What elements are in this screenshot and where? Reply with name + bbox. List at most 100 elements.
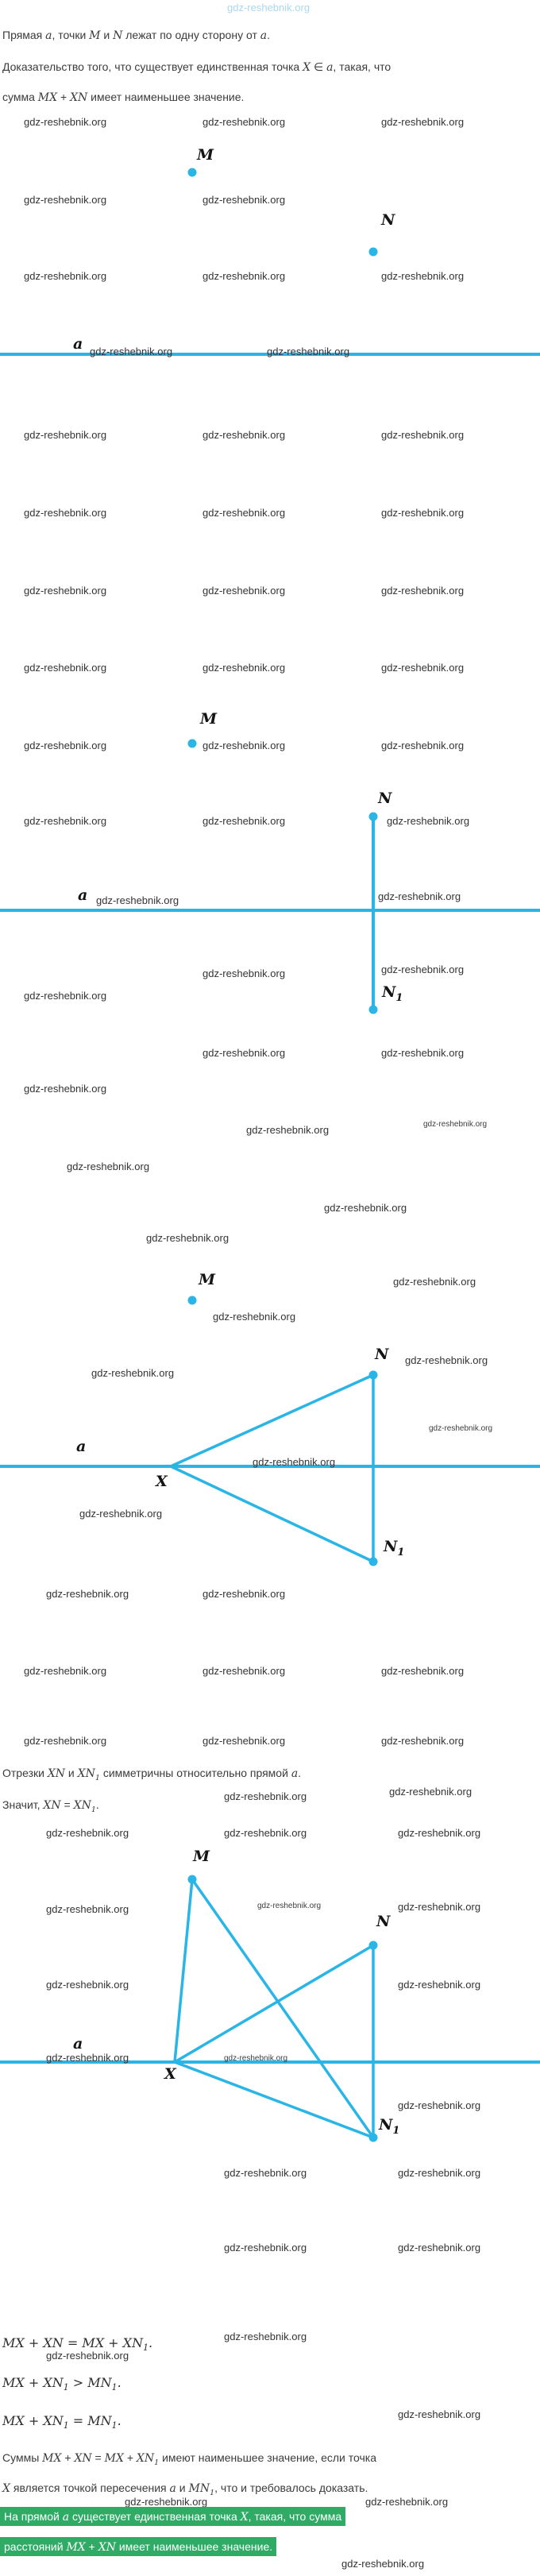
segment-x-n-fig4	[174, 1944, 374, 2064]
watermark: gdz-reshebnik.org	[365, 2496, 449, 2508]
watermark: gdz-reshebnik.org	[227, 2, 310, 14]
watermark: gdz-reshebnik.org	[202, 1588, 286, 1600]
line-label-a: a	[73, 2035, 83, 2053]
segment-m-x-fig4	[173, 1879, 194, 2063]
point-n1-fig2	[368, 1005, 378, 1014]
watermark: gdz-reshebnik.org	[224, 2242, 307, 2254]
watermark: gdz-reshebnik.org	[202, 429, 286, 441]
watermark: gdz-reshebnik.org	[398, 2167, 481, 2179]
watermark: gdz-reshebnik.org	[46, 1979, 129, 1991]
formula-1: MX + XN = MX + XN1.	[2, 2335, 153, 2354]
watermark: gdz-reshebnik.org	[24, 429, 107, 441]
highlighted-result-line-1: На прямой a существует единственная точк…	[0, 2507, 346, 2526]
watermark: gdz-reshebnik.org	[67, 1161, 150, 1172]
watermark: gdz-reshebnik.org	[24, 585, 107, 597]
watermark: gdz-reshebnik.org	[24, 815, 107, 827]
intro-line-3: сумма MX + XN имеет наименьшее значение.	[2, 91, 245, 104]
watermark: gdz-reshebnik.org	[381, 116, 465, 128]
watermark: gdz-reshebnik.org	[224, 1790, 307, 1802]
point-label-n: N	[381, 211, 395, 229]
watermark: gdz-reshebnik.org	[389, 1786, 472, 1798]
watermark: gdz-reshebnik.org	[405, 1354, 488, 1366]
watermark: gdz-reshebnik.org	[423, 1120, 488, 1129]
watermark: gdz-reshebnik.org	[125, 2496, 208, 2508]
segment-x-n1-fig4	[174, 2060, 374, 2139]
point-label-x: X	[164, 2065, 176, 2083]
watermark: gdz-reshebnik.org	[224, 2054, 288, 2063]
watermark: gdz-reshebnik.org	[96, 894, 179, 906]
watermark: gdz-reshebnik.org	[91, 1367, 175, 1379]
watermark: gdz-reshebnik.org	[202, 585, 286, 597]
highlight-text: расстояний MX + XN имеет наименьшее знач…	[0, 2537, 277, 2556]
point-n-fig2	[368, 812, 378, 821]
watermark: gdz-reshebnik.org	[24, 1735, 107, 1747]
watermark: gdz-reshebnik.org	[398, 1901, 481, 1913]
watermark: gdz-reshebnik.org	[202, 194, 286, 206]
watermark: gdz-reshebnik.org	[253, 1456, 336, 1468]
point-m-fig1	[187, 168, 197, 177]
watermark: gdz-reshebnik.org	[202, 662, 286, 674]
point-n-fig4	[368, 1941, 378, 1950]
watermark: gdz-reshebnik.org	[202, 967, 286, 979]
formula-2: MX + XN1 > MN1.	[2, 2375, 122, 2393]
point-label-m: M	[197, 146, 214, 164]
point-label-n1: N1	[384, 1538, 405, 1558]
point-label-m: M	[193, 1848, 210, 1865]
point-label-n: N	[376, 1913, 391, 1930]
watermark: gdz-reshebnik.org	[90, 346, 173, 357]
watermark: gdz-reshebnik.org	[224, 2331, 307, 2342]
watermark: gdz-reshebnik.org	[202, 1735, 286, 1747]
watermark: gdz-reshebnik.org	[24, 662, 107, 674]
watermark: gdz-reshebnik.org	[224, 1827, 307, 1839]
watermark: gdz-reshebnik.org	[257, 1902, 322, 1910]
watermark: gdz-reshebnik.org	[46, 1903, 129, 1915]
point-label-n: N	[375, 1346, 389, 1363]
watermark: gdz-reshebnik.org	[24, 116, 107, 128]
line-label-a: a	[78, 886, 88, 904]
watermark: gdz-reshebnik.org	[24, 270, 107, 282]
watermark: gdz-reshebnik.org	[267, 346, 350, 357]
point-m-fig2	[187, 739, 197, 748]
point-label-n1: N1	[379, 2116, 400, 2137]
segment-x-n1-fig3	[170, 1465, 374, 1563]
intro-line-1: Прямая a, точки M и N лежат по одну стор…	[2, 29, 270, 42]
watermark: gdz-reshebnik.org	[46, 1588, 129, 1600]
watermark: gdz-reshebnik.org	[202, 815, 286, 827]
watermark: gdz-reshebnik.org	[24, 507, 107, 519]
intro-line-2: Доказательство того, что существует един…	[2, 60, 392, 74]
watermark: gdz-reshebnik.org	[398, 1979, 481, 1991]
watermark: gdz-reshebnik.org	[381, 429, 465, 441]
line-label-a: a	[76, 1438, 87, 1455]
watermark: gdz-reshebnik.org	[24, 740, 107, 751]
watermark: gdz-reshebnik.org	[381, 585, 465, 597]
point-m-fig4	[187, 1875, 197, 1884]
point-n-fig3	[368, 1370, 378, 1380]
segment-x-n-fig3	[170, 1373, 374, 1468]
point-n1-fig3	[368, 1557, 378, 1566]
watermark: gdz-reshebnik.org	[24, 1083, 107, 1095]
watermark: gdz-reshebnik.org	[393, 1276, 476, 1288]
watermark: gdz-reshebnik.org	[46, 2052, 129, 2064]
watermark: gdz-reshebnik.org	[24, 990, 107, 1002]
watermark: gdz-reshebnik.org	[202, 740, 286, 751]
watermark: gdz-reshebnik.org	[381, 662, 465, 674]
conclusion-line-2: X является точкой пересечения a и MN1, ч…	[2, 2481, 368, 2497]
watermark: gdz-reshebnik.org	[387, 815, 470, 827]
point-n1-fig4	[368, 2133, 378, 2142]
point-m-fig3	[187, 1296, 197, 1305]
watermark: gdz-reshebnik.org	[46, 2350, 129, 2362]
watermark: gdz-reshebnik.org	[24, 194, 107, 206]
watermark: gdz-reshebnik.org	[24, 1665, 107, 1677]
highlighted-result-line-2: расстояний MX + XN имеет наименьшее знач…	[0, 2537, 277, 2556]
line-label-a: a	[73, 335, 83, 353]
watermark: gdz-reshebnik.org	[79, 1508, 163, 1520]
watermark: gdz-reshebnik.org	[378, 890, 461, 902]
watermark: gdz-reshebnik.org	[381, 270, 465, 282]
watermark: gdz-reshebnik.org	[381, 1665, 465, 1677]
point-label-m: M	[200, 710, 218, 728]
watermark: gdz-reshebnik.org	[146, 1232, 230, 1244]
watermark: gdz-reshebnik.org	[202, 116, 286, 128]
point-label-x: X	[156, 1473, 168, 1490]
watermark: gdz-reshebnik.org	[224, 2167, 307, 2179]
